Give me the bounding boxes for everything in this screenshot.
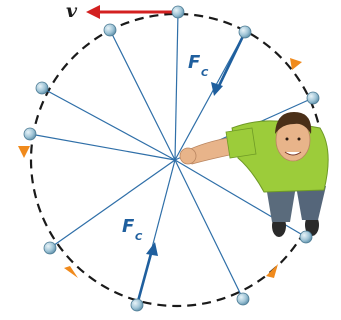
ball-5 (307, 92, 319, 104)
force-label-upper-sub: C (201, 68, 209, 79)
ball-3 (239, 26, 251, 38)
spoke-1 (175, 12, 178, 160)
direction-arrow-left (18, 146, 30, 158)
spoke-2 (110, 30, 175, 160)
hand (180, 148, 196, 164)
ball-1 (172, 6, 184, 18)
sleeve (226, 128, 256, 158)
force-label-lower-sub: C (135, 232, 143, 243)
spoke-7 (50, 160, 175, 248)
velocity-arrow (86, 5, 178, 19)
person-figure (180, 112, 328, 237)
force-label-lower: F (122, 216, 135, 237)
direction-arrow-right (290, 58, 302, 70)
ball-7 (44, 242, 56, 254)
ball-9 (237, 293, 249, 305)
direction-arrow-bottom-left (64, 266, 78, 278)
ball-6 (24, 128, 36, 140)
ball-10 (300, 231, 312, 243)
spoke-6 (30, 134, 175, 160)
spoke-4 (42, 88, 175, 160)
ball-2 (104, 24, 116, 36)
force-label-upper: F (188, 52, 201, 73)
velocity-label: v (66, 0, 78, 22)
direction-arrow-bottom-right (266, 264, 278, 278)
ball-8 (131, 299, 143, 311)
spoke-9 (175, 160, 243, 299)
force-arrow-lower (137, 242, 158, 305)
ball-4 (36, 82, 48, 94)
